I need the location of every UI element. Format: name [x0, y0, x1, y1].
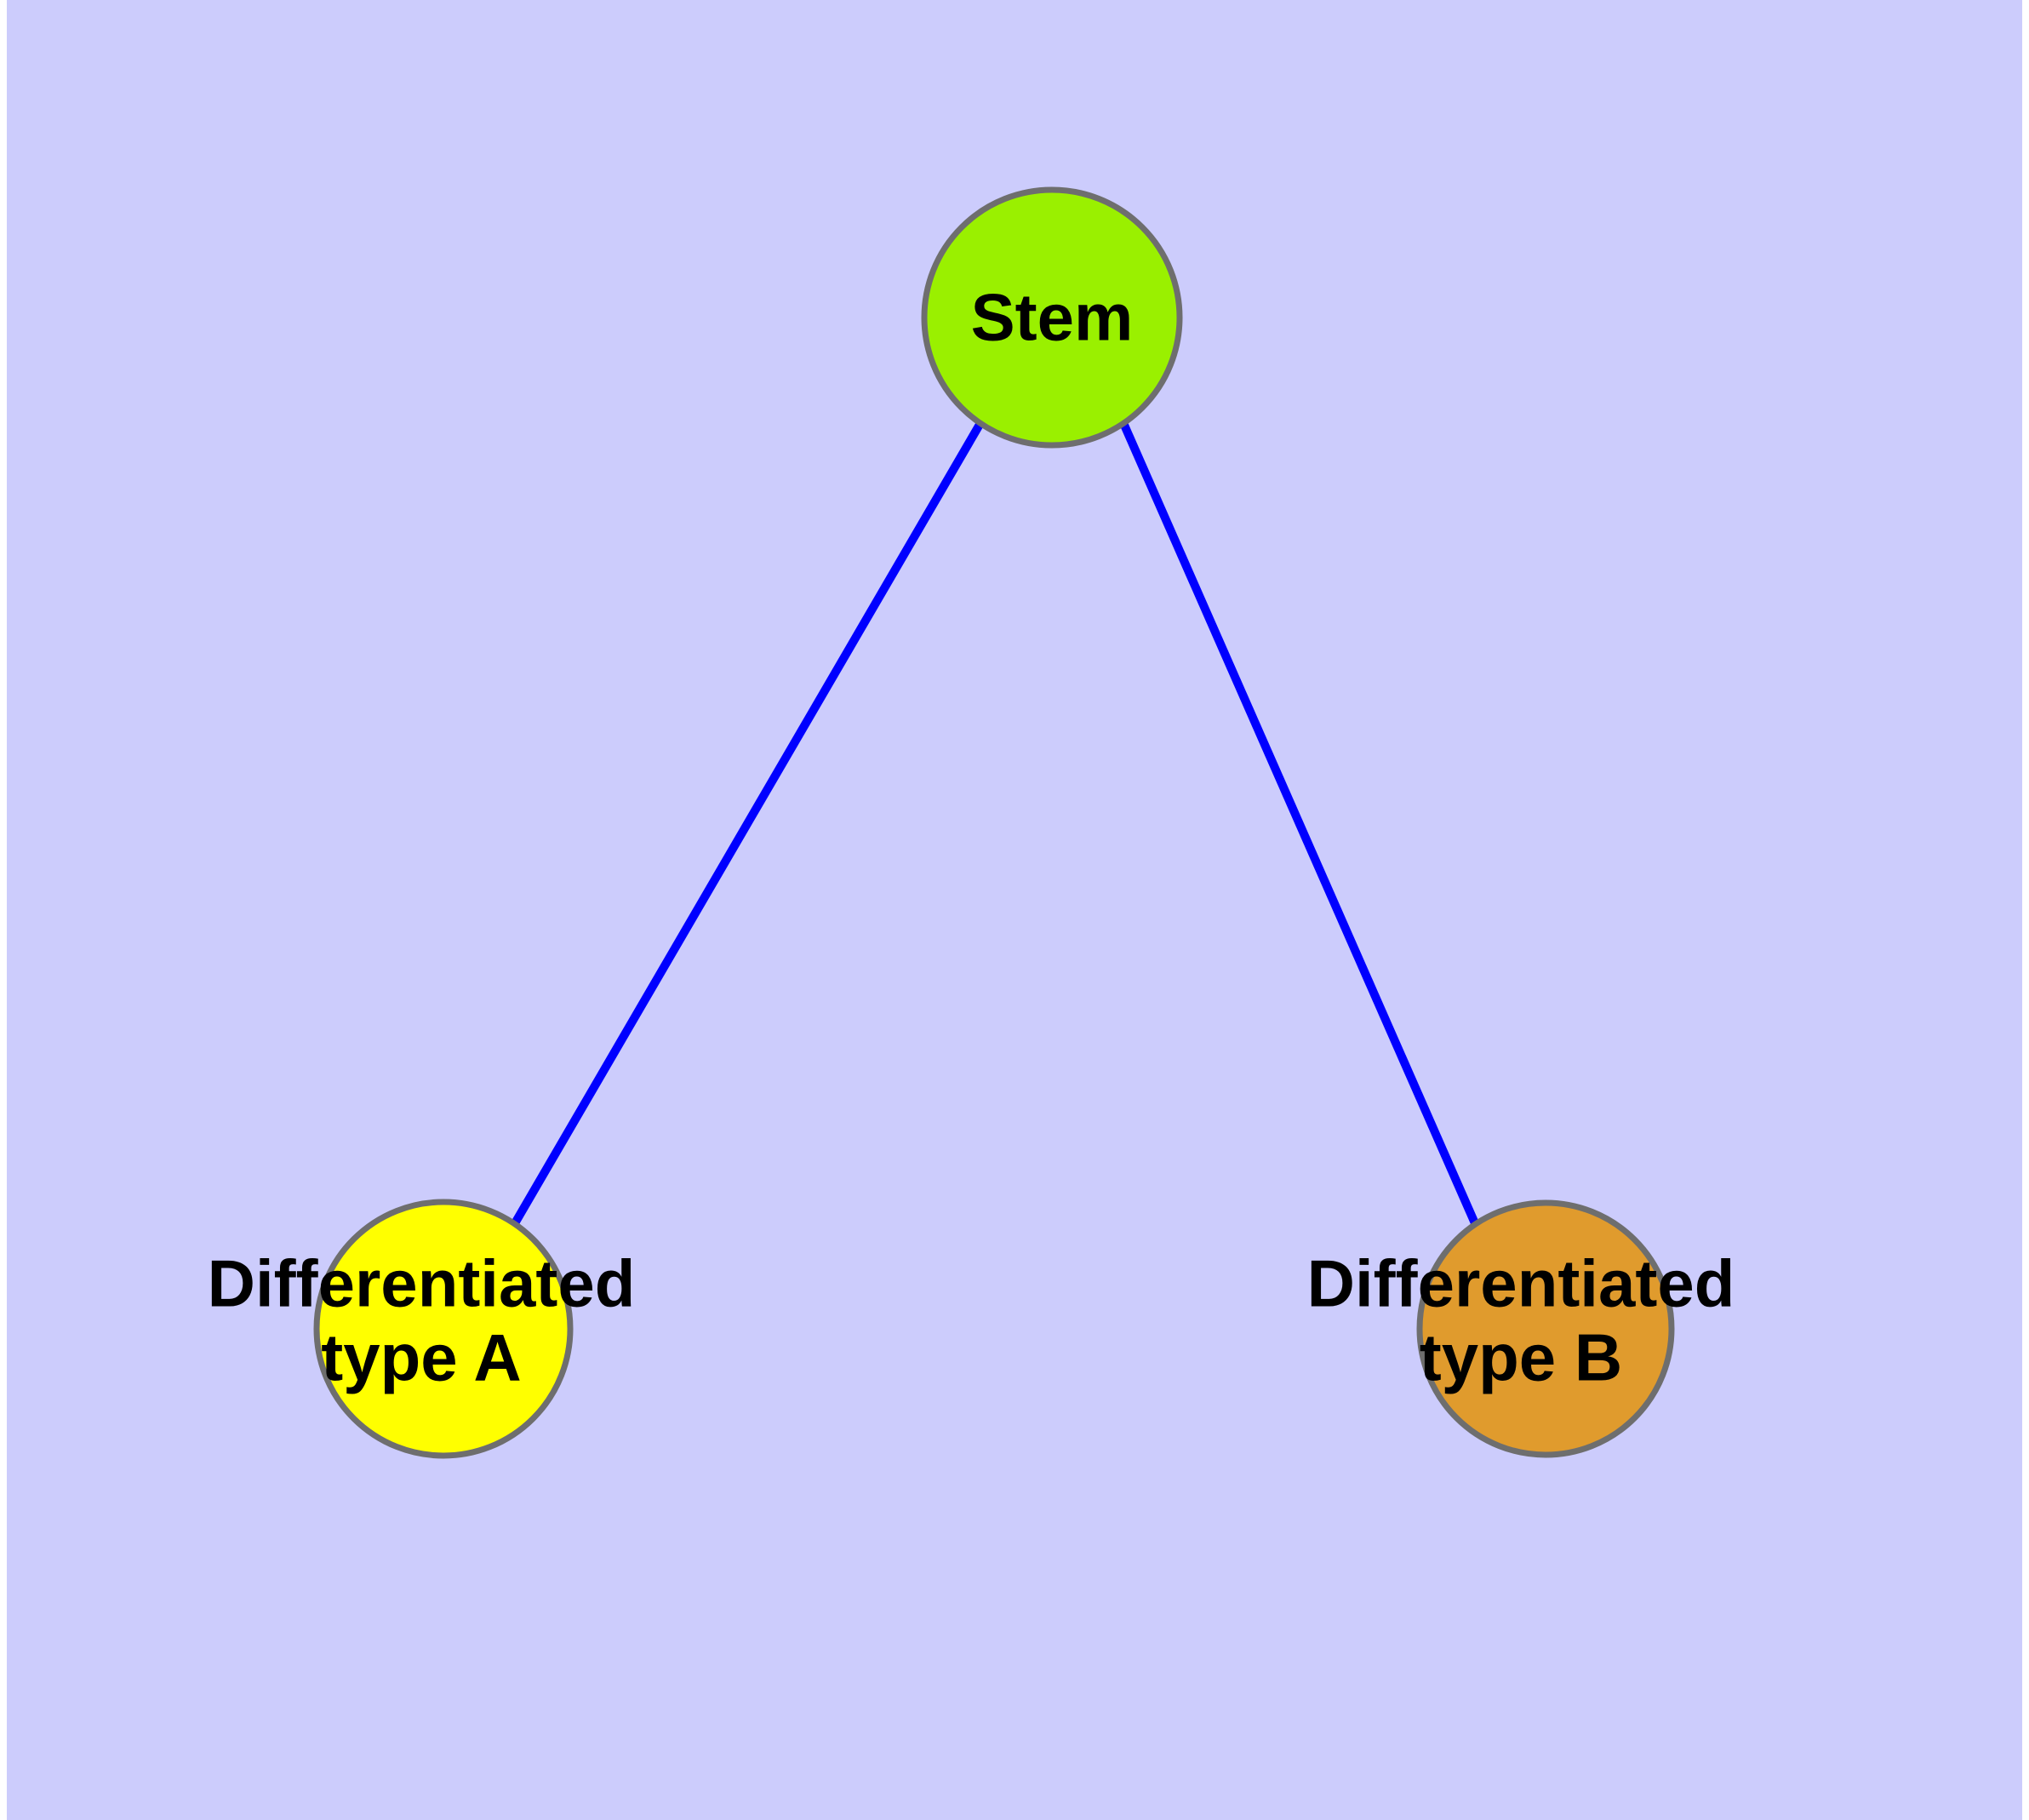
- edges-group: [511, 421, 1479, 1226]
- node-differentiated-type-a[interactable]: [313, 1199, 574, 1459]
- node-differentiated-type-b[interactable]: [1416, 1199, 1675, 1458]
- edge-stem-to-differentiated-type-b[interactable]: [1119, 421, 1479, 1226]
- edge-stem-to-differentiated-type-a[interactable]: [511, 421, 985, 1226]
- nodes-group: [313, 186, 1675, 1459]
- node-stem[interactable]: [921, 186, 1183, 449]
